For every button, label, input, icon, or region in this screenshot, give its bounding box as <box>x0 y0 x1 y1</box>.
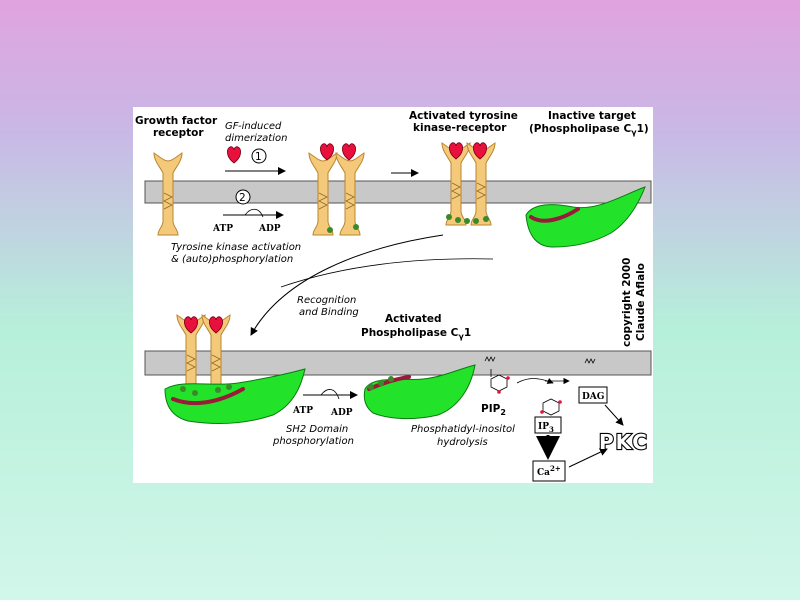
step1-circle <box>251 148 267 164</box>
ip3-box <box>534 416 562 434</box>
label-receptor: receptor <box>153 127 204 139</box>
label-pkc: PKC <box>599 430 649 454</box>
receptor-dimer-activated <box>441 142 496 226</box>
label-tk-activation: Tyrosine kinase activation <box>171 242 301 253</box>
step1-number: 1 <box>255 151 262 163</box>
arrow-hydrolysis <box>516 377 554 384</box>
label-atp: ATP <box>212 224 233 234</box>
ip3-molecule <box>540 398 562 416</box>
phosphate-group <box>464 218 470 224</box>
phosphate-group <box>353 224 359 230</box>
label-phosphatidyl-inositol: Phosphatidyl-inositol <box>411 424 515 435</box>
label-kinase-receptor: kinase-receptor <box>413 122 507 134</box>
recognition-line <box>280 258 494 288</box>
dag-box <box>578 386 608 404</box>
phosphate-group <box>473 218 479 224</box>
label-ip3: IP3 <box>538 422 554 434</box>
step2-number: 2 <box>239 192 246 204</box>
label-adp-2: ADP <box>330 408 353 418</box>
label-pip2: PIP2 <box>481 403 506 417</box>
membrane-bottom <box>144 350 652 376</box>
label-and-binding: and Binding <box>299 307 359 318</box>
ca-box <box>532 460 566 482</box>
phosphate-group <box>446 214 452 220</box>
phosphate-group <box>327 227 333 233</box>
label-activated: Activated <box>385 313 442 325</box>
pip2-molecule <box>484 356 510 394</box>
label-growth-factor: Growth factor <box>135 115 218 127</box>
label-auto-phosphorylation: & (auto)phosphorylation <box>171 254 293 265</box>
plc-inactive <box>525 186 646 248</box>
phosphate-group <box>483 216 489 222</box>
atp-curve-2 <box>320 389 340 400</box>
label-activated-tyrosine: Activated tyrosine <box>409 110 518 122</box>
ligand-free <box>226 146 242 164</box>
label-dimerization: dimerization <box>225 133 287 144</box>
arrow-ca-pkc <box>568 448 608 468</box>
label-gf-induced: GF-induced <box>225 121 282 132</box>
label-recognition: Recognition <box>297 295 356 306</box>
copyright-line-2: Claude Aflalo <box>635 263 647 341</box>
plc-activated <box>363 364 476 420</box>
diagram-panel: Growth factor receptor GF-induced dimeri… <box>133 107 653 483</box>
atp-curve <box>244 208 264 218</box>
step2-circle <box>235 189 251 205</box>
label-inactive-target: Inactive target <box>548 110 636 122</box>
receptor-dimer-1 <box>308 143 365 236</box>
label-phospholipase-inactive: (Phospholipase Cγ1) <box>529 123 649 137</box>
label-phospholipase-activated: Phospholipase Cγ1 <box>361 327 471 341</box>
label-sh2-phosphorylation: phosphorylation <box>272 436 354 447</box>
copyright-line-1: copyright 2000 <box>621 258 633 347</box>
label-adp: ADP <box>258 224 281 234</box>
plc-bound <box>164 368 306 424</box>
signaling-diagram: Growth factor receptor GF-induced dimeri… <box>135 110 652 482</box>
arrow-recognition <box>250 234 444 336</box>
dag-lipid <box>584 358 596 364</box>
label-hydrolysis: hydrolysis <box>437 437 488 448</box>
label-atp-2: ATP <box>292 406 313 416</box>
arrow-dag-pkc <box>604 404 624 426</box>
phosphate-group <box>455 217 461 223</box>
membrane-top <box>144 180 652 204</box>
label-sh2-domain: SH2 Domain <box>286 424 348 435</box>
label-ca: Ca2+ <box>537 464 561 478</box>
label-dag: DAG <box>582 392 604 402</box>
